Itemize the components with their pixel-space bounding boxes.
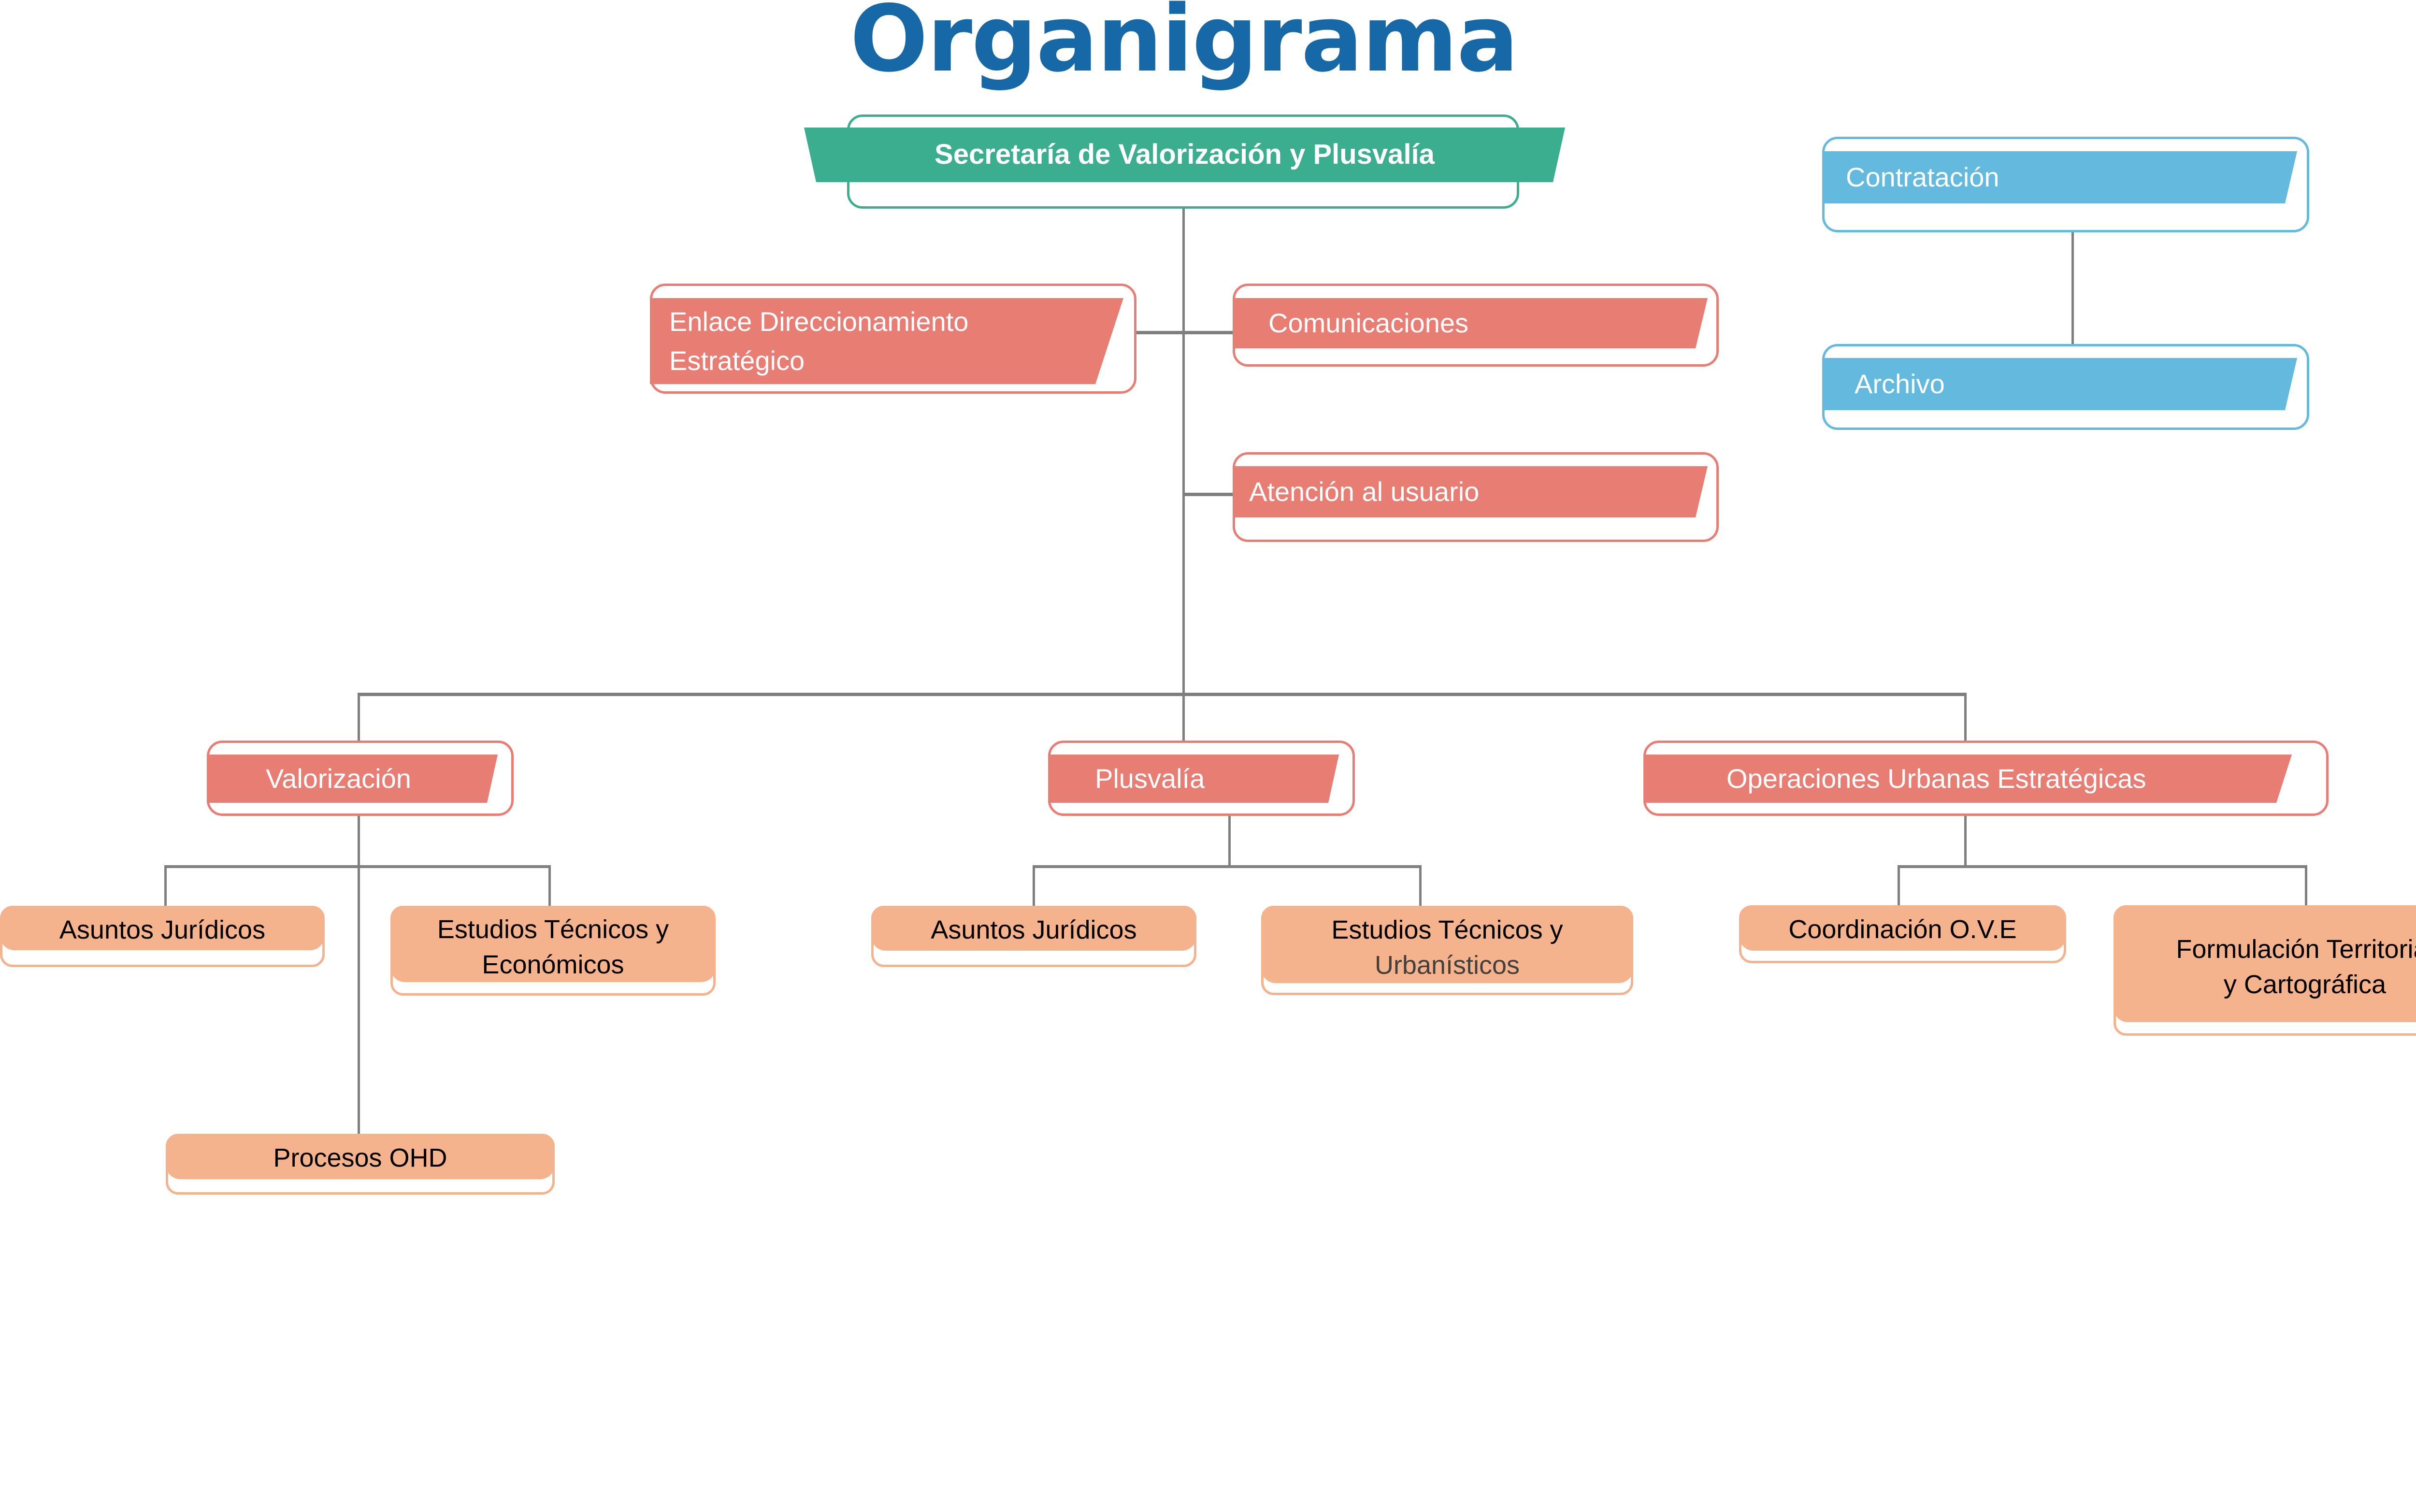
unit-banner-shape <box>207 755 498 803</box>
unit-banner-shape <box>1643 755 2292 803</box>
connector-staff-bottom <box>1182 493 1236 496</box>
unit-banner-shape <box>1048 755 1339 803</box>
unit-node-label: Valorización <box>266 763 411 794</box>
staff-banner-shape <box>1233 298 1708 348</box>
unit-node-label: Operaciones Urbanas Estratégicas <box>1726 763 2146 794</box>
page-title: Organigrama <box>850 0 1519 92</box>
connector-valorizacion-bus <box>166 865 551 868</box>
connector-operaciones-bus <box>1898 865 2307 868</box>
staff-node-label: Comunicaciones <box>1268 308 1468 339</box>
connector-unit-operaciones <box>1964 693 1967 741</box>
root-banner-shape <box>804 128 1565 182</box>
subunit-node-label: Asuntos Jurídicos <box>871 906 1196 951</box>
staff-node-label: Atención al usuario <box>1249 476 1480 507</box>
subunit-node-label: Procesos OHD <box>166 1134 555 1179</box>
staff-banner-shape <box>1233 466 1708 517</box>
support-banner-shape <box>1822 151 2297 203</box>
connector-valorizacion-child-1 <box>164 865 167 908</box>
subunit-node-label: Coordinación O.V.E <box>1739 905 2066 951</box>
connector-support <box>2071 227 2074 357</box>
connector-unit-plusvalia <box>1182 693 1185 741</box>
subunit-node-label: Estudios Técnicos y Urbanísticos <box>1261 906 1633 983</box>
connector-plusvalia-stem <box>1228 802 1231 867</box>
connector-staff-top <box>1082 331 1237 334</box>
subunit-node-label: Formulación Territorial y Cartográfica <box>2114 905 2416 1022</box>
staff-node-label: Enlace Direccionamiento Estratégico <box>669 306 969 376</box>
connector-unit-valorizacion <box>358 693 360 1176</box>
unit-node-label: Plusvalía <box>1095 763 1205 794</box>
connector-root-trunk <box>1182 191 1185 696</box>
connector-plusvalia-child-1 <box>1033 865 1035 908</box>
connector-plusvalia-bus <box>1033 865 1422 868</box>
connector-operaciones-child-1 <box>1898 865 1900 908</box>
subunit-node-label: Asuntos Jurídicos <box>0 906 325 950</box>
connector-operaciones-stem <box>1964 802 1967 867</box>
connector-units-bus <box>358 693 1967 696</box>
support-node-label: Contratación <box>1846 162 1999 193</box>
connector-valorizacion-child-2 <box>548 865 551 908</box>
support-node-label: Archivo <box>1855 369 1945 399</box>
subunit-node-label: Estudios Técnicos y Económicos <box>390 906 716 982</box>
root-node-label: Secretaría de Valorización y Plusvalía <box>935 139 1435 171</box>
connector-operaciones-child-2 <box>2305 865 2307 908</box>
staff-banner-shape <box>650 298 1123 384</box>
connector-plusvalia-child-2 <box>1419 865 1422 908</box>
support-banner-shape <box>1822 358 2297 410</box>
